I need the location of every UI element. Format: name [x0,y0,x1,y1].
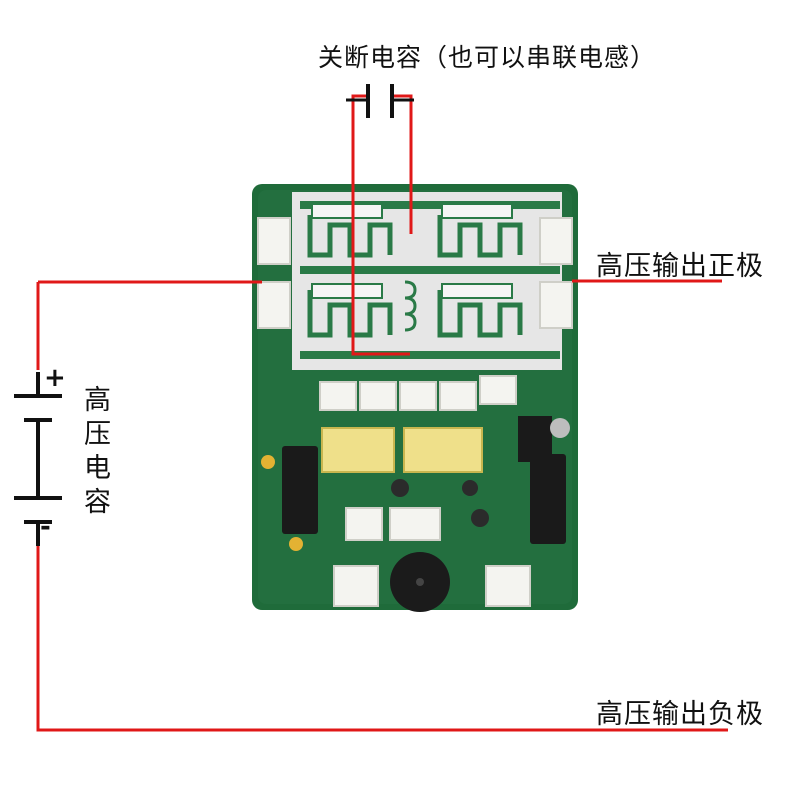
side-connectors [257,217,573,329]
wire-cap-loop-right [392,94,413,234]
shutdown-capacitor-label: 关断电容（也可以串联电感） [318,43,657,72]
header-connectors [319,375,531,607]
small-components [261,418,570,551]
plus-sign: + [44,363,66,393]
hv-capacitor-symbol [14,372,62,546]
shutdown-capacitor-symbol [346,84,414,118]
ic-chips [282,416,566,544]
wires [36,94,728,732]
hv-capacitor-label: 高压电容 [84,385,112,518]
power-section [292,192,562,370]
pcb-board [252,184,578,612]
wire-cap-negative [36,546,728,732]
minus-sign: - [40,512,51,542]
wire-cap-loop-left [351,94,410,356]
hv-output-negative-label: 高压输出负极 [596,699,764,730]
hv-output-positive-label: 高压输出正极 [596,251,764,282]
transformers [321,427,483,473]
